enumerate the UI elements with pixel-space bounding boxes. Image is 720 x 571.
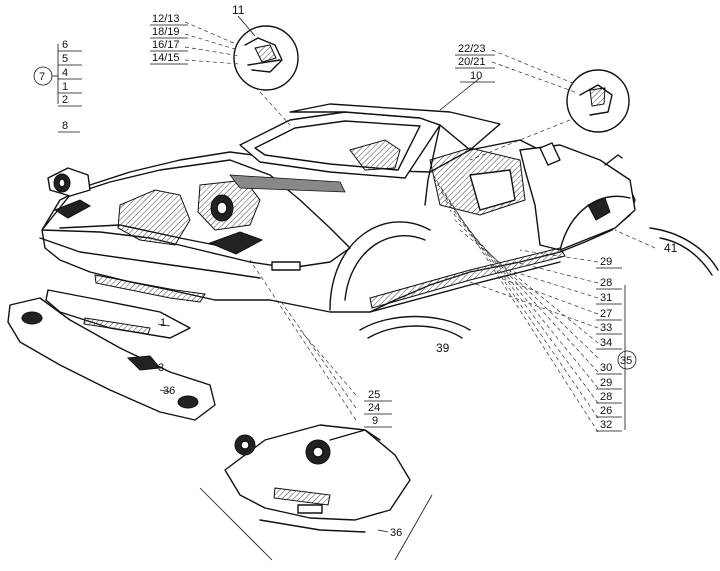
callout-36-inset: 36 — [390, 527, 402, 539]
callout-18-19: 18/19 — [152, 26, 180, 38]
rear-quarter — [519, 144, 636, 251]
spoiler-light-right — [177, 395, 199, 409]
wheel-arch-41-inner — [659, 237, 713, 276]
front-grille — [94, 274, 206, 303]
hood-crease — [59, 224, 241, 251]
rear-light-stalk — [604, 154, 623, 166]
car-body — [39, 103, 636, 313]
callout-29-bottom: 29 — [600, 377, 612, 389]
callout-1-top: 1 — [62, 81, 68, 93]
callout-39: 39 — [436, 341, 450, 355]
windscreen-inner — [254, 120, 421, 171]
part-3 — [126, 355, 161, 371]
sill-strip — [369, 261, 561, 313]
rocker-sill — [369, 247, 566, 309]
front-spoiler-36 — [7, 297, 216, 421]
callout-4: 4 — [62, 67, 68, 79]
front-trunk-opening — [117, 189, 191, 246]
detail-circle-top-left — [233, 25, 299, 91]
callout-16-17: 16/17 — [152, 39, 180, 51]
side-marker — [271, 261, 301, 271]
callout-32: 32 — [600, 419, 612, 431]
rear-spoiler — [539, 142, 561, 166]
inset-left-lamp — [234, 434, 256, 456]
spoiler-light-left — [21, 311, 43, 325]
hood-scoop — [208, 231, 264, 255]
front-nose-line — [39, 237, 261, 279]
callout-20-21: 20/21 — [458, 56, 486, 68]
inset-right-lamp — [305, 439, 331, 465]
callout-2: 2 — [62, 94, 68, 106]
front-bumper-1 — [45, 289, 191, 339]
wheel-arch-39-inner — [367, 325, 463, 339]
callout-11: 11 — [232, 3, 245, 17]
callout-34: 34 — [600, 337, 612, 349]
callout-25: 25 — [368, 389, 380, 401]
cowl-vent — [229, 174, 346, 193]
callout-8: 8 — [62, 120, 68, 132]
callout-7: 7 — [39, 71, 45, 83]
callout-12-13: 12/13 — [152, 13, 180, 25]
callout-27: 27 — [600, 308, 612, 320]
front-wheel-arch-inner — [344, 235, 426, 301]
wheel-arch-41 — [649, 227, 719, 271]
front-wheel-arch — [329, 221, 431, 311]
callout-28-top: 28 — [600, 277, 612, 289]
wheel-arch-39 — [359, 315, 471, 331]
callout-6: 6 — [62, 39, 68, 51]
callout-10: 10 — [470, 70, 482, 82]
callout-31: 31 — [600, 292, 612, 304]
callout-33: 33 — [600, 322, 612, 334]
callout-3: 3 — [158, 362, 164, 374]
detail-circle-top-right — [566, 69, 630, 133]
door-interior — [469, 169, 516, 211]
left-headlamp — [47, 167, 91, 197]
leader-lines — [52, 15, 656, 533]
callout-36-spoiler: 36 — [163, 385, 175, 397]
callout-1-bumper: 1 — [160, 317, 166, 329]
callout-30: 30 — [600, 362, 612, 374]
cabin-seat — [349, 139, 401, 171]
callout-9: 9 — [372, 415, 378, 427]
callout-22-23: 22/23 — [458, 43, 486, 55]
callout-26: 26 — [600, 405, 612, 417]
rear-arch — [559, 195, 631, 251]
callout-41: 41 — [664, 241, 678, 255]
left-vent — [53, 199, 92, 219]
a-pillar — [424, 124, 441, 206]
callout-28-bottom: 28 — [600, 391, 612, 403]
bumper-grille-strip — [83, 317, 151, 335]
callout-24: 24 — [368, 402, 380, 414]
rear-vent — [587, 197, 611, 221]
callout-35: 35 — [620, 355, 632, 367]
callout-labels: 11 12/13 18/19 16/17 14/15 6 5 7 4 1 2 8… — [33, 3, 678, 539]
callout-14-15: 14/15 — [152, 52, 180, 64]
inset-front-view — [199, 424, 433, 561]
callout-29-top: 29 — [600, 256, 612, 268]
spare-wheel-hub — [216, 201, 228, 215]
callout-5: 5 — [62, 53, 68, 65]
